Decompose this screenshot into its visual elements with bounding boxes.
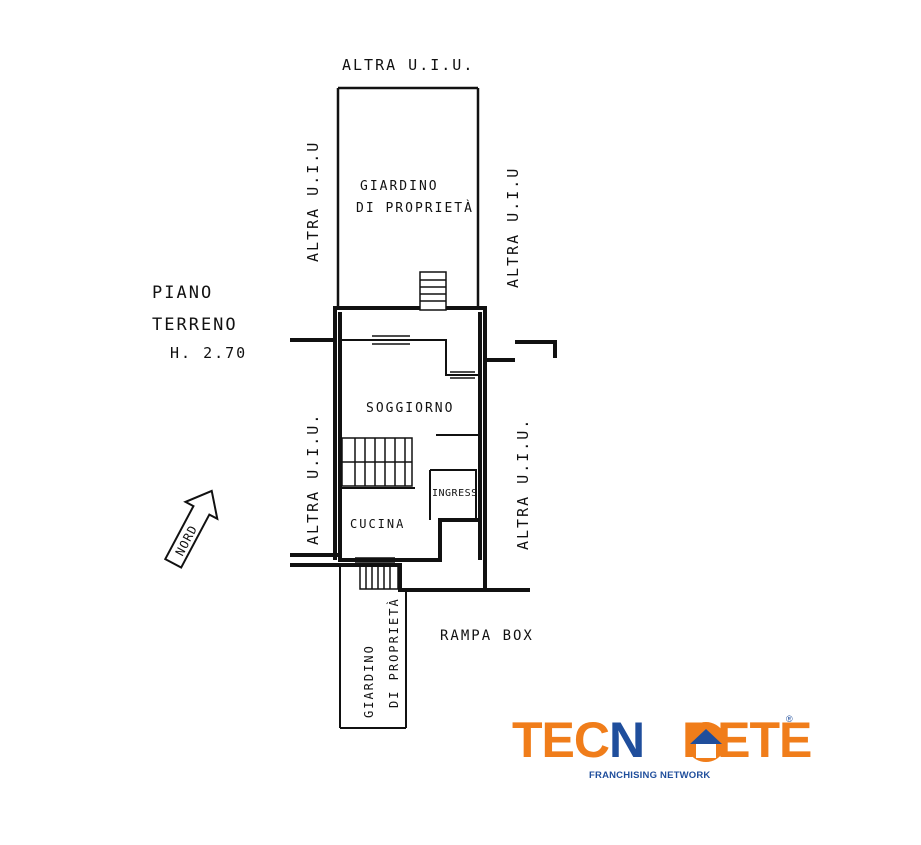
label-top-neighbor: ALTRA U.I.U. — [342, 56, 474, 74]
garden-steps — [419, 271, 447, 311]
label-lower-garden: GIARDINO — [362, 644, 376, 718]
label-lower-garden-owned: DI PROPRIETÀ — [386, 597, 401, 708]
label-right-top-neighbor: ALTRA U.I.U — [504, 167, 522, 288]
label-kitchen: CUCINA — [350, 517, 405, 531]
brand-logo: TECNORETE ® FRANCHISING NETWORK — [512, 712, 812, 792]
label-floor-type: TERRENO — [152, 315, 238, 335]
label-left-top-neighbor: ALTRA U.I.U — [304, 141, 322, 262]
interior-partitions — [340, 339, 480, 520]
label-garage-ramp: RAMPA BOX — [440, 628, 534, 644]
lower-garden-enclosure — [339, 565, 407, 729]
house-logo-icon — [685, 722, 726, 762]
north-arrow-icon: NORD — [163, 489, 219, 569]
logo-text-n: N — [609, 712, 645, 768]
label-ceiling-height: H. 2.70 — [170, 344, 247, 362]
label-floor: PIANO — [152, 283, 213, 303]
registered-mark: ® — [786, 714, 793, 724]
garden-enclosure — [336, 86, 480, 308]
label-right-bottom-neighbor: ALTRA U.I.U. — [514, 418, 532, 550]
logo-tagline: FRANCHISING NETWORK — [589, 770, 711, 781]
window-marks — [355, 335, 475, 563]
logo-wordmark: TECNORETE — [512, 712, 812, 768]
label-garden: GIARDINO — [360, 179, 439, 194]
logo-text-tec: TEC — [512, 712, 610, 768]
label-left-bottom-neighbor: ALTRA U.I.U. — [304, 413, 322, 545]
lower-steps — [359, 564, 399, 590]
label-living-room: SOGGIORNO — [366, 401, 454, 416]
label-entrance: INGRESS — [432, 488, 478, 499]
label-garden-owned: DI PROPRIETÀ — [356, 200, 474, 216]
interior-staircase — [341, 437, 413, 487]
